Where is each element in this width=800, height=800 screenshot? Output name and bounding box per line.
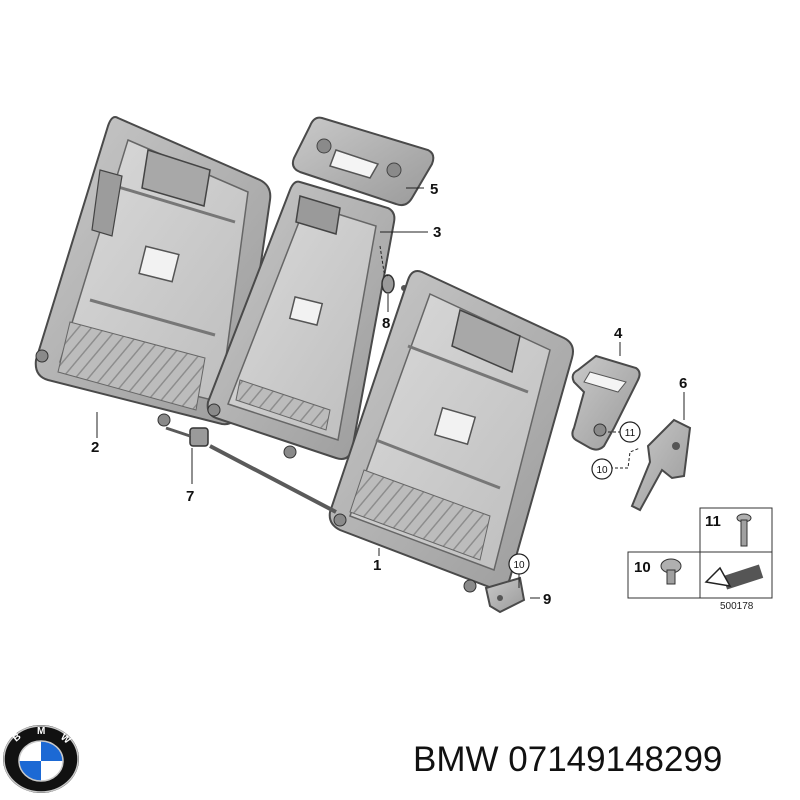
circled-callout-10-latch-label: 10 xyxy=(596,465,608,476)
circled-callout-10-latch: 10 xyxy=(591,458,613,480)
legend-label-10: 10 xyxy=(634,559,651,576)
latch-bracket-part xyxy=(630,418,692,512)
leader-lines xyxy=(96,187,685,599)
axle-rod-part xyxy=(165,426,337,514)
circled-callout-10-bracket-label: 10 xyxy=(513,560,525,571)
washer-part xyxy=(381,274,407,294)
bmw-logo: B M W xyxy=(3,725,79,793)
seat-back-frame-left xyxy=(34,116,272,427)
callout-7: 7 xyxy=(186,488,194,505)
svg-text:M: M xyxy=(37,726,45,737)
callout-3: 3 xyxy=(433,224,441,241)
callout-4: 4 xyxy=(614,325,623,342)
legend-label-11: 11 xyxy=(705,513,721,530)
seat-back-frame-right xyxy=(328,270,574,593)
circled-callout-11-label: 11 xyxy=(625,428,636,439)
circled-callout-11: 11 xyxy=(619,421,641,443)
caption-brand: BMW xyxy=(413,740,499,779)
small-bracket-part xyxy=(484,576,526,614)
circled-callout-10-bracket: 10 xyxy=(508,553,530,575)
callout-6: 6 xyxy=(679,375,687,392)
callout-8: 8 xyxy=(382,315,390,332)
diagram-reference-number: 500178 xyxy=(720,601,754,612)
latch-housing-part xyxy=(571,354,641,451)
screw-icon xyxy=(660,558,682,585)
callout-1: 1 xyxy=(373,557,381,574)
seat-back-frame-center xyxy=(206,180,396,460)
top-cover-part xyxy=(291,116,435,207)
callout-5: 5 xyxy=(430,181,438,198)
part-number-caption: BMW 07149148299 xyxy=(413,735,793,785)
fastener-legend: 11 10 500178 xyxy=(627,507,773,612)
assembly-arrow-icon xyxy=(704,564,764,590)
callout-2: 2 xyxy=(91,439,99,456)
callout-9: 9 xyxy=(543,591,551,608)
bolt-icon xyxy=(736,513,752,547)
caption-part-number: 07149148299 xyxy=(508,740,723,779)
